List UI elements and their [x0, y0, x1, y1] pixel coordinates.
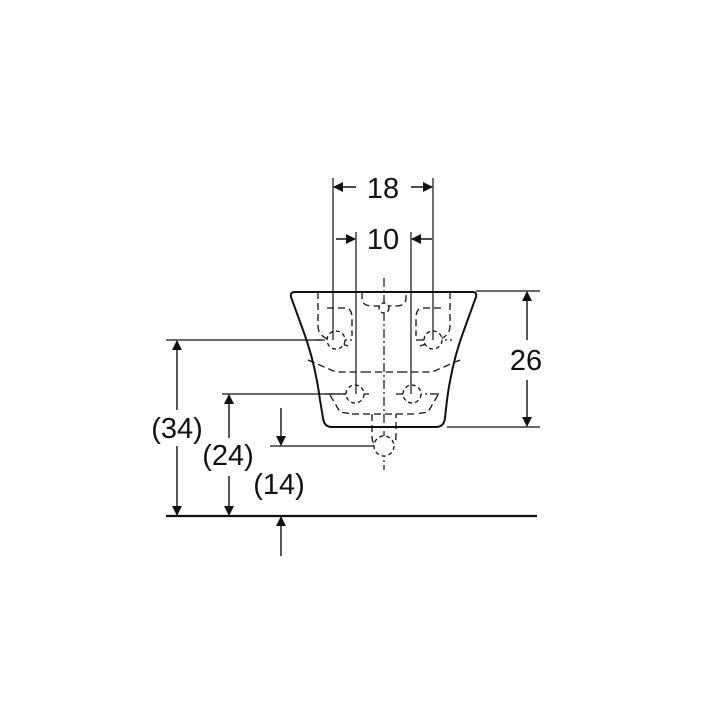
dimension-arrows	[172, 182, 532, 556]
bowl-outline	[289, 291, 478, 428]
hole-top-small	[378, 302, 390, 314]
dim-label-14: (14)	[253, 469, 305, 501]
hole-mid-left	[345, 384, 365, 404]
fixing-holes	[326, 302, 443, 457]
dim-label-34: (34)	[151, 413, 203, 445]
dim-label-10: 10	[367, 224, 399, 256]
hole-upper-left	[326, 330, 346, 350]
extension-lines	[166, 178, 540, 447]
hole-bottom	[373, 435, 395, 457]
dim-label-24: (24)	[202, 440, 254, 472]
hidden-contours	[307, 292, 461, 447]
dim-label-26: 26	[510, 345, 542, 377]
hole-mid-right	[402, 384, 422, 404]
dim-label-18: 18	[367, 173, 399, 205]
